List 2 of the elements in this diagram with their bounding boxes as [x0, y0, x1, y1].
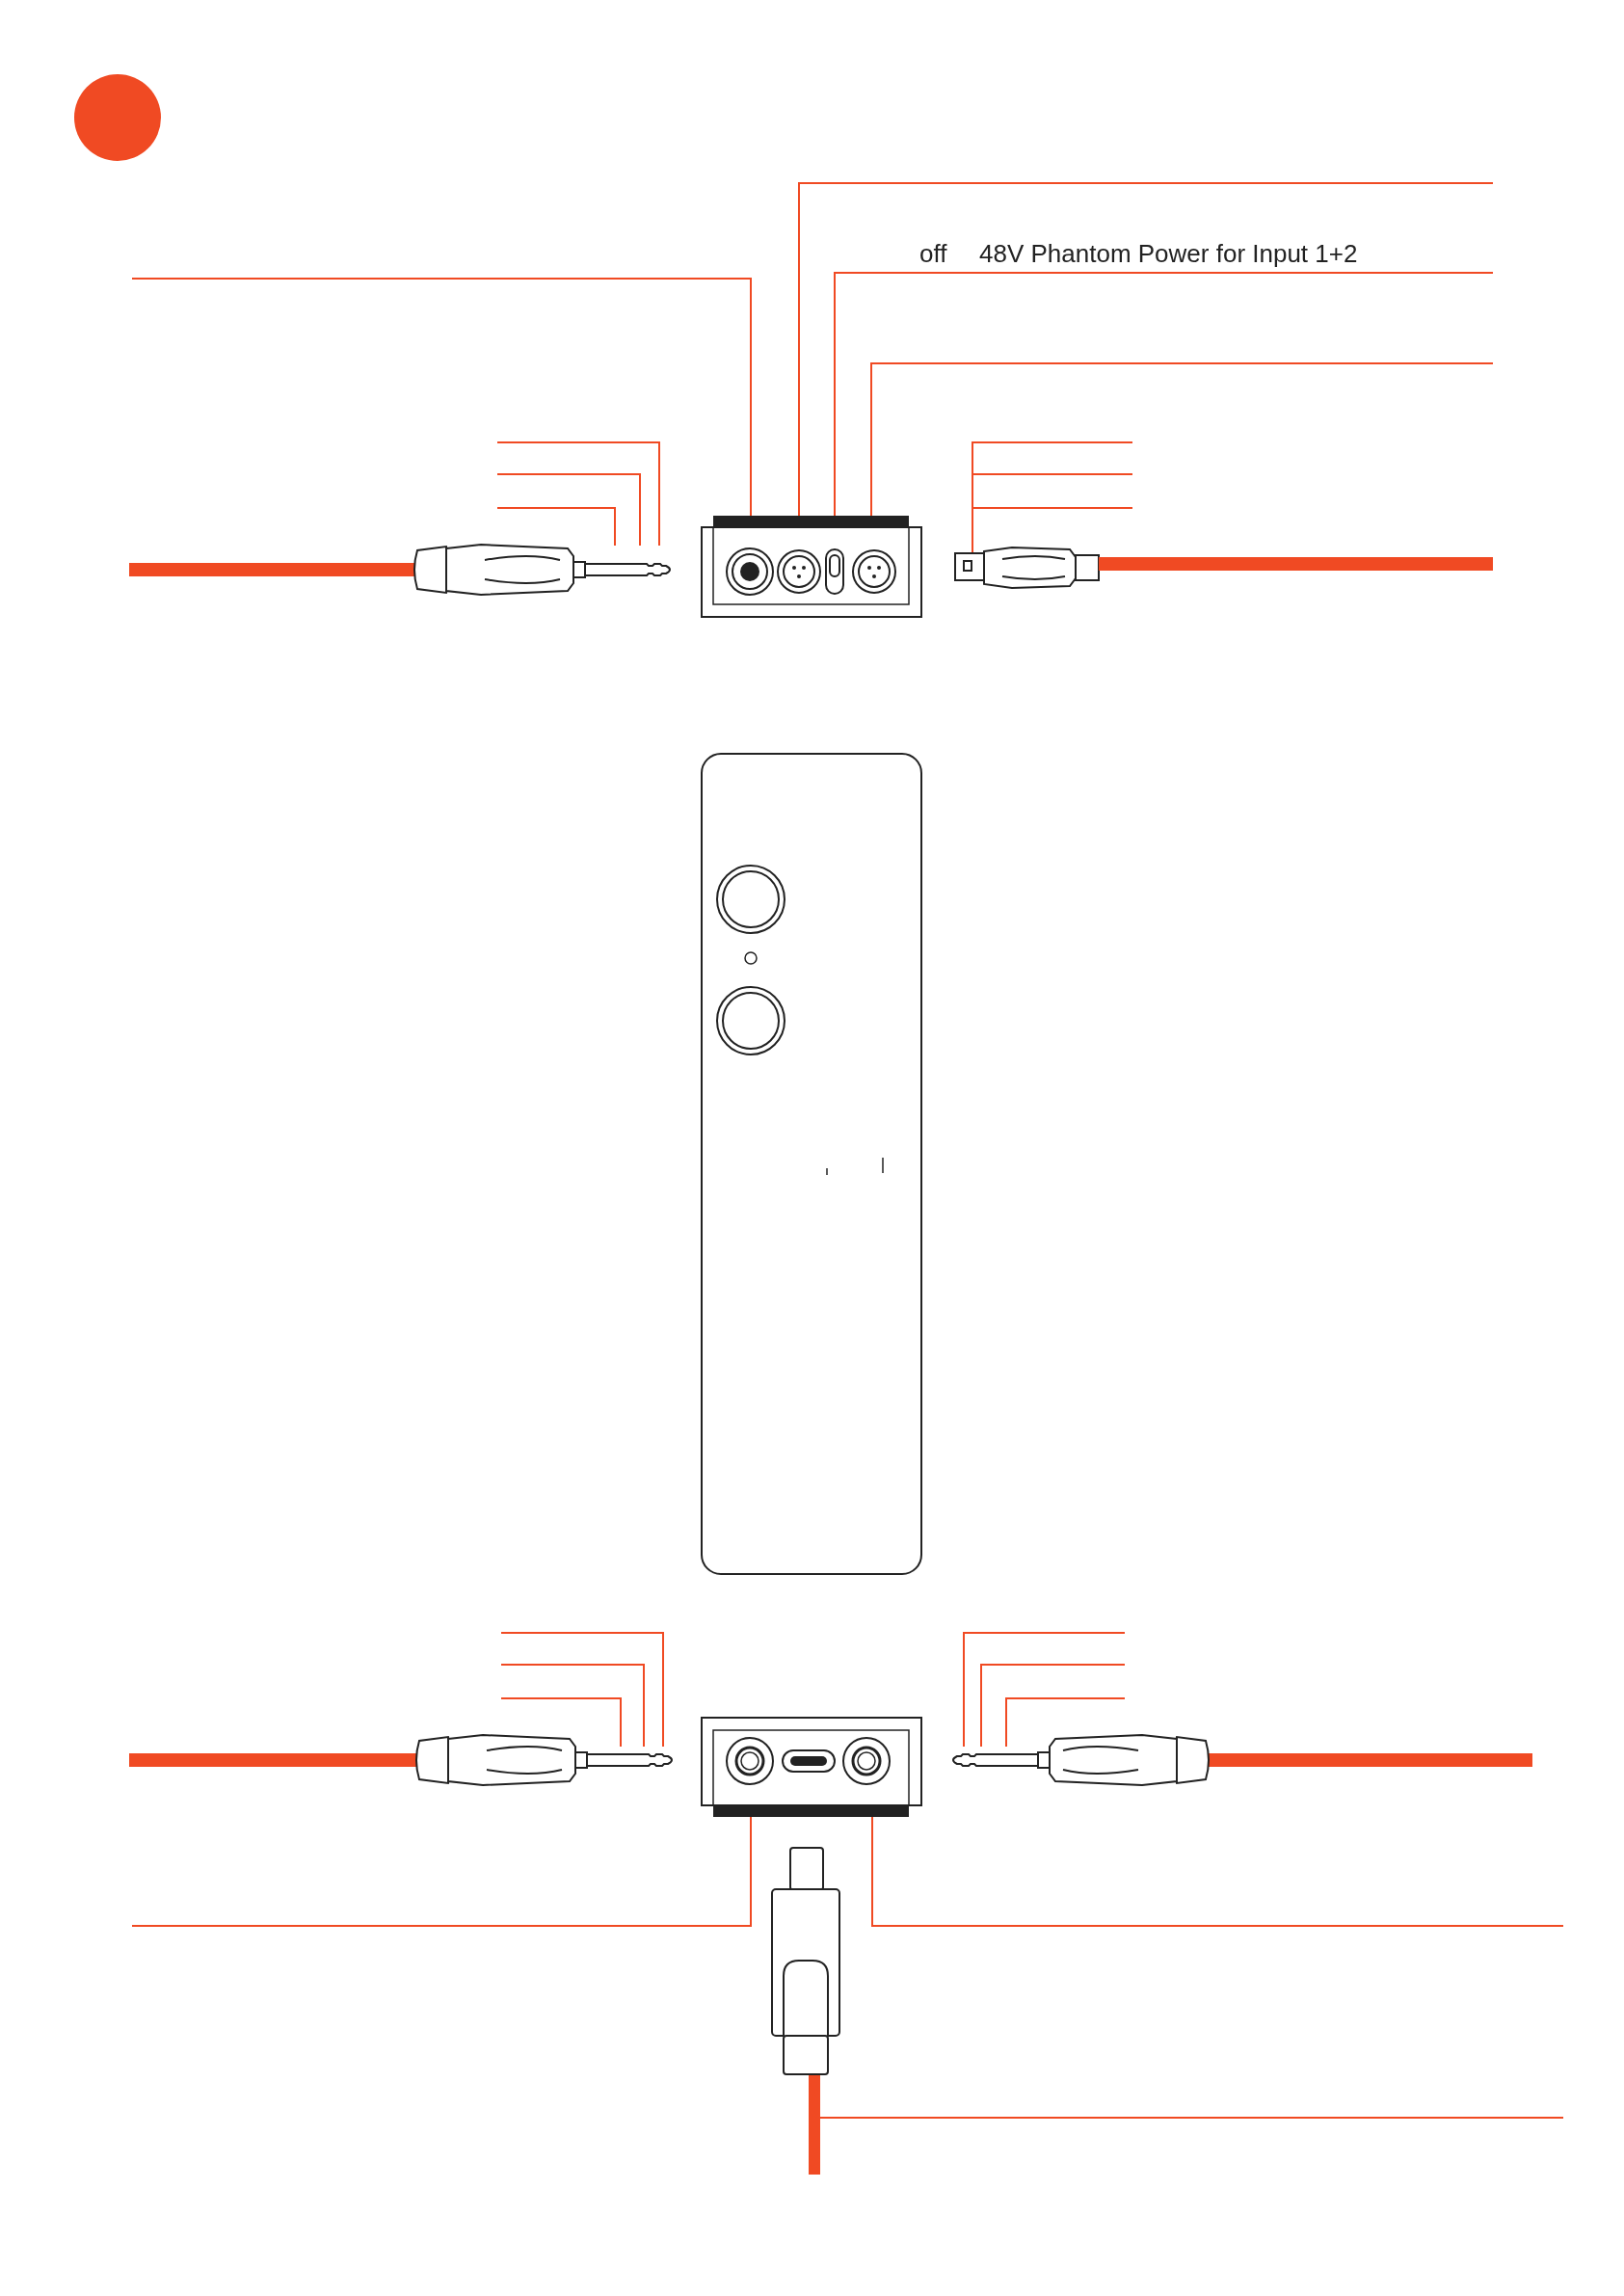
switch-label: 48V Phantom Power for Input 1+2: [979, 241, 1358, 266]
switch-position-label: off: [919, 241, 947, 266]
